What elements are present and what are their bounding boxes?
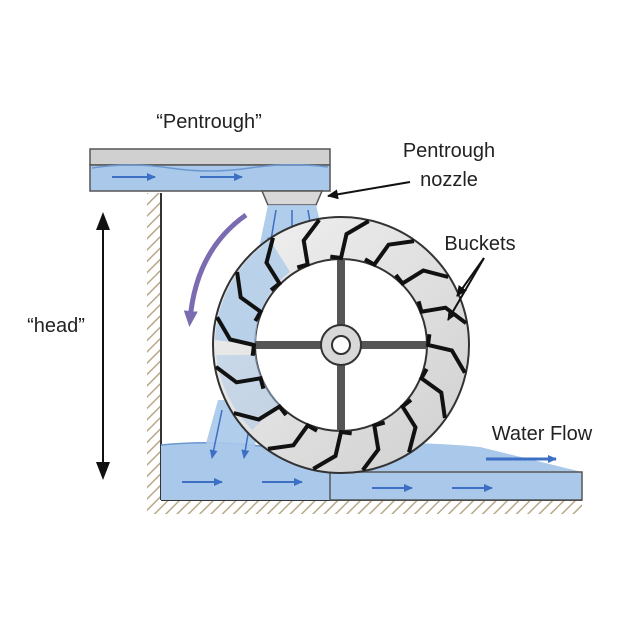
bucket: [425, 334, 467, 374]
wheel-axle: [331, 335, 351, 355]
bucket: [394, 268, 449, 287]
label-head: “head”: [27, 315, 85, 337]
bucket-water-lower: [216, 355, 280, 430]
rotation-arrow: [183, 212, 248, 327]
bucket-water: [215, 240, 290, 345]
bucket: [296, 218, 321, 270]
pentrough: [89, 148, 331, 192]
bucket: [312, 429, 352, 471]
bucket: [235, 271, 264, 322]
nozzle-leader-line: [327, 181, 411, 200]
label-pentrough: “Pentrough”: [156, 111, 262, 133]
bucket: [330, 219, 370, 261]
buckets-group: [214, 218, 468, 472]
bucket: [399, 398, 418, 453]
ground-hatch: [147, 500, 582, 514]
bucket: [364, 239, 415, 268]
bucket: [361, 420, 386, 472]
buckets-leader-line-2: [447, 257, 485, 321]
pentrough-nozzle: [260, 190, 324, 206]
bucket: [214, 365, 266, 390]
bucket: [215, 316, 257, 356]
head-arrow: [96, 212, 110, 480]
bucket: [418, 368, 447, 419]
label-nozzle-line2: nozzle: [420, 169, 478, 191]
label-buckets: Buckets: [444, 233, 515, 255]
bucket: [267, 422, 318, 451]
bucket: [264, 237, 283, 292]
water-wheel: [212, 216, 470, 474]
label-water-flow: Water Flow: [492, 423, 593, 445]
label-nozzle-line1: Pentrough: [403, 140, 495, 162]
wall-hatch: [147, 193, 161, 513]
tailrace-water: [160, 442, 583, 501]
bucket: [233, 403, 288, 422]
